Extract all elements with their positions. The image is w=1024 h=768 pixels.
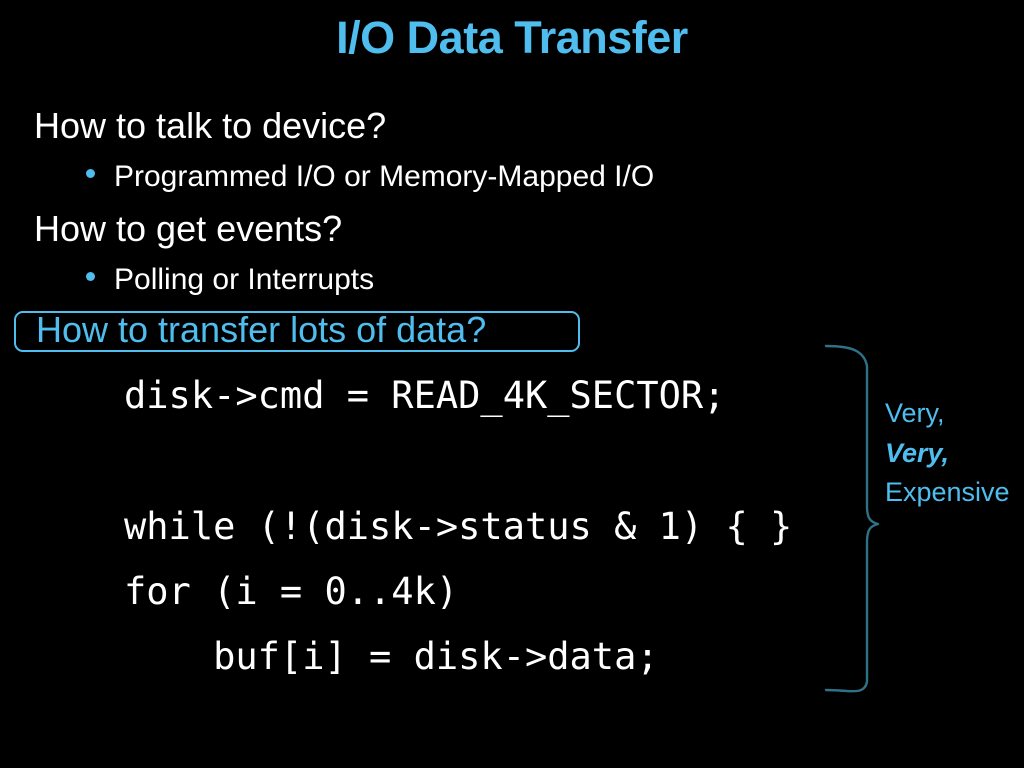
page-title: I/O Data Transfer xyxy=(336,12,688,63)
outline-item-how-to-get-events: How to get events? xyxy=(34,208,343,249)
outline-item-how-to-transfer-data: How to transfer lots of data? xyxy=(36,309,487,350)
annotation-line-3: Expensive xyxy=(885,477,1010,508)
code-line: while (!(disk->status & 1) { } xyxy=(124,505,793,548)
code-line: buf[i] = disk->data; xyxy=(124,635,659,678)
bullet-dot-icon xyxy=(86,169,95,178)
highlight-box xyxy=(14,311,580,352)
code-line: for (i = 0..4k) xyxy=(124,570,459,613)
bullet-dot-icon xyxy=(86,272,95,281)
outline-item-label: Programmed I/O or Memory-Mapped I/O xyxy=(114,160,655,193)
outline-item-programmed-io: Programmed I/O or Memory-Mapped I/O xyxy=(86,162,654,192)
annotation-very-very-expensive: Very, Very, Expensive xyxy=(885,394,1024,513)
code-line: disk->cmd = READ_4K_SECTOR; xyxy=(124,374,726,417)
annotation-line-1: Very, xyxy=(885,398,945,428)
annotation-line-2: Very, xyxy=(885,437,950,468)
outline-item-polling-interrupts: Polling or Interrupts xyxy=(86,265,374,295)
curly-brace-icon xyxy=(820,338,880,698)
outline-item-how-to-talk: How to talk to device? xyxy=(34,105,387,146)
outline-item-label: Polling or Interrupts xyxy=(114,263,375,296)
